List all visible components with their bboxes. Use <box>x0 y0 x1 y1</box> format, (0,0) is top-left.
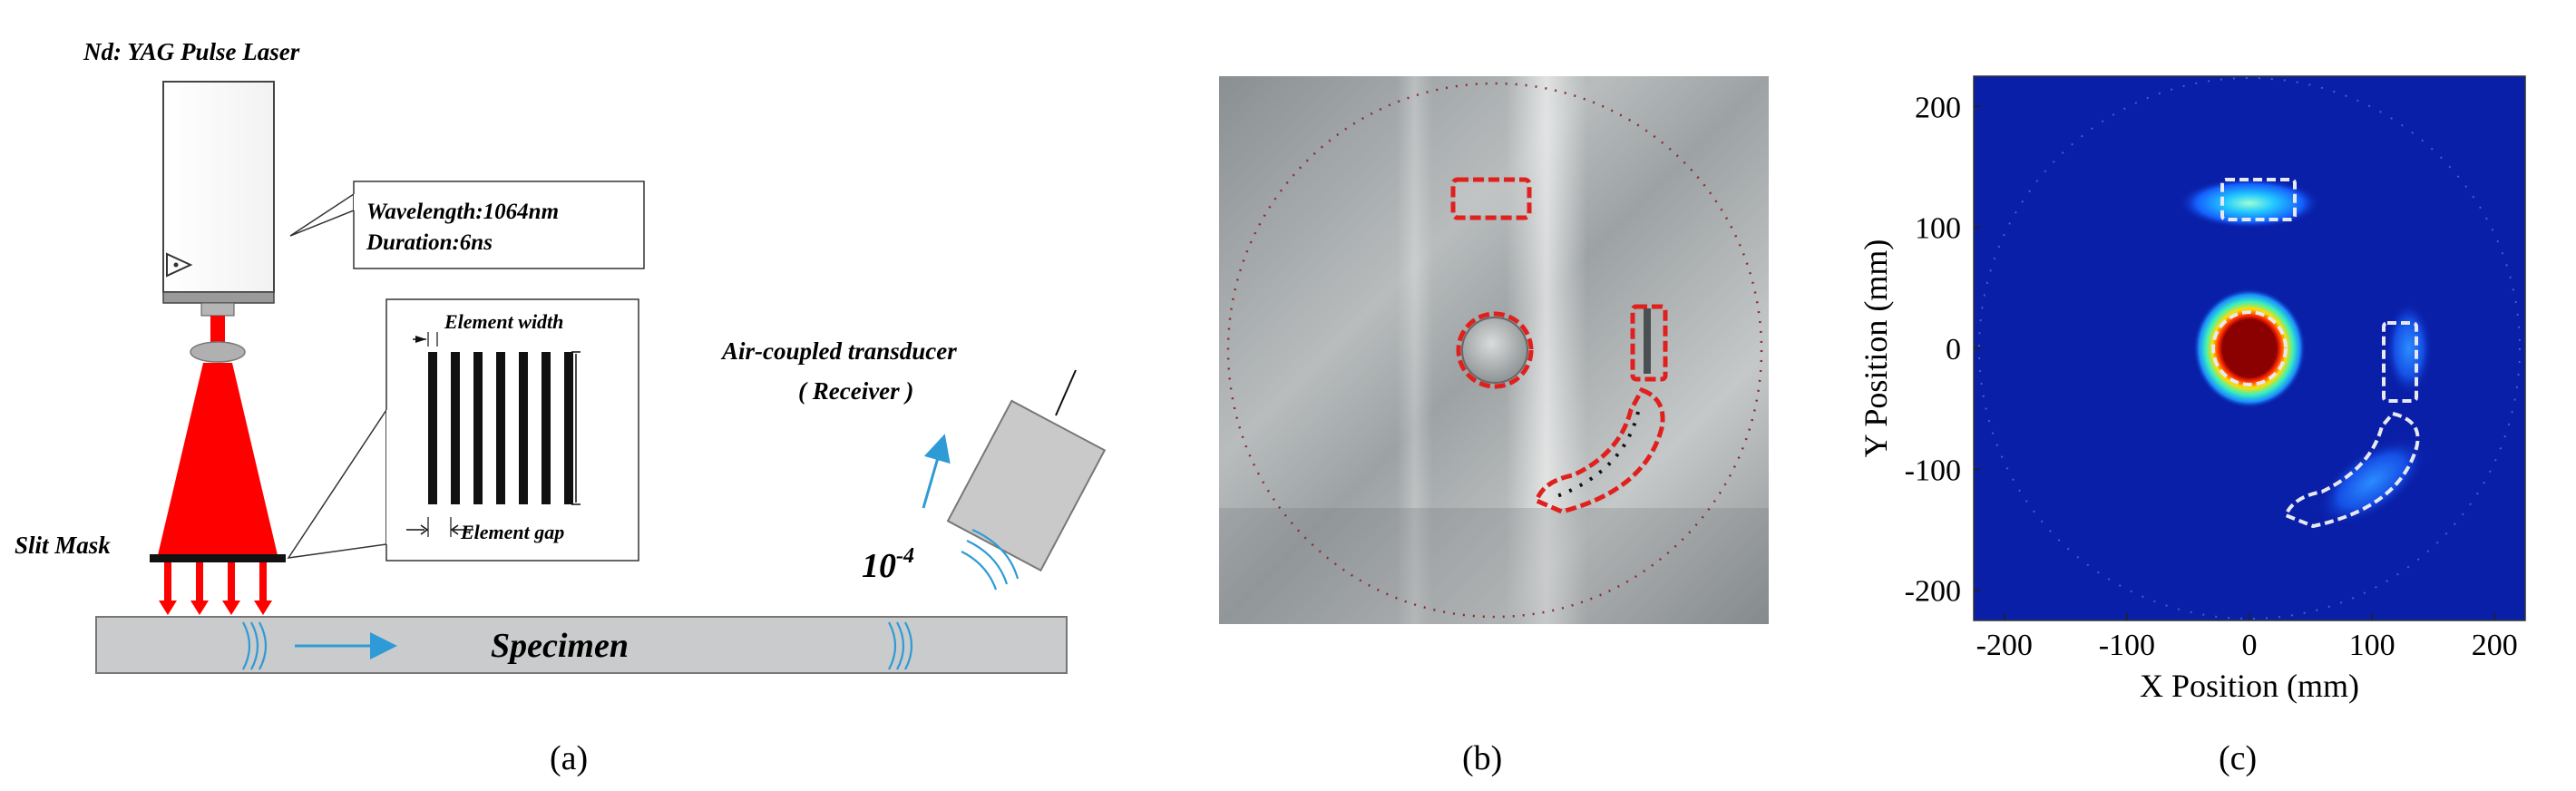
receiver-label: ( Receiver ) <box>798 377 913 405</box>
laser-title: Nd: YAG Pulse Laser <box>83 38 300 65</box>
slit-callout-pointer <box>287 407 387 559</box>
laser-head-base <box>162 291 275 304</box>
top-defect-marker <box>1450 177 1532 220</box>
receive-arrow <box>922 434 951 509</box>
caption-c: (c) <box>2219 739 2257 777</box>
duration-label: Duration:6ns <box>366 230 493 255</box>
heatmap-hole-marker <box>2211 310 2288 386</box>
slit-mask <box>150 554 286 562</box>
x-tick-label: 100 <box>2349 629 2395 662</box>
panel-b: (b) <box>1219 76 1769 777</box>
x-tick-label: 200 <box>2472 629 2518 662</box>
y-ticks: 200 100 0 -100 -200 <box>1905 91 1981 609</box>
x-tick-label: -200 <box>1976 629 2033 662</box>
y-tick-label: 100 <box>1915 212 1961 246</box>
x-tick-label: 0 <box>2242 629 2258 662</box>
specimen-label: Specimen <box>491 627 629 665</box>
hole-defect <box>1461 317 1528 384</box>
slit-mask-label: Slit Mask <box>15 532 111 559</box>
plate-outline <box>1226 82 1763 619</box>
transducer-label: Air-coupled transducer <box>720 337 957 365</box>
focusing-lens <box>190 341 246 363</box>
laser-warning-dot <box>173 262 179 268</box>
hotspot <box>2385 301 2433 396</box>
element-gap-label: Element gap <box>460 521 564 543</box>
curved-crack <box>1554 411 1640 499</box>
wavelength-label: Wavelength:1064nm <box>366 200 559 224</box>
laser-nozzle <box>200 302 235 317</box>
laser-spec-box <box>353 181 645 269</box>
callout-pointer <box>289 192 355 237</box>
hotspots <box>2179 178 2433 526</box>
x-axis-label: X Position (mm) <box>2140 668 2359 704</box>
curved-defect-marker <box>1533 386 1665 514</box>
hotspot <box>2317 436 2427 526</box>
y-axis-label: Y Position (mm) <box>1858 239 1894 458</box>
laser-warning-icon <box>166 252 193 278</box>
y-tick-label: -100 <box>1905 454 1961 487</box>
heatmap-top-marker <box>2220 178 2297 221</box>
hotspot <box>2179 178 2320 229</box>
air-coupled-transducer <box>946 399 1107 572</box>
caption-a: (a) <box>550 739 588 777</box>
heatmap-curved-marker <box>2283 411 2420 529</box>
air-wave <box>961 528 1020 591</box>
hole-defect-marker <box>1456 311 1534 389</box>
slot-defect-marker <box>1630 304 1668 382</box>
laser-head <box>162 81 275 293</box>
laser-beam-cone <box>158 363 278 555</box>
x-ticks: -200 -100 0 100 200 <box>1976 613 2518 662</box>
y-tick-label: -200 <box>1905 575 1961 609</box>
caption-b: (b) <box>1462 739 1502 777</box>
wave-right <box>888 621 913 670</box>
transducer-cable <box>1055 369 1077 416</box>
element-width-label: Element width <box>444 310 563 333</box>
y-tick-label: 0 <box>1946 333 1961 366</box>
panel-a: Nd: YAG Pulse Laser Wavelength:1064nm Du… <box>15 38 1107 777</box>
exponent-label: 10-4 <box>862 544 914 585</box>
heatmap-plate-outline <box>1978 77 2521 620</box>
y-tick-label: 200 <box>1915 91 1961 124</box>
hotspot <box>2193 288 2306 408</box>
wave-left <box>242 621 268 670</box>
slit-elements <box>428 352 573 504</box>
x-tick-label: -100 <box>2099 629 2155 662</box>
laser-arrows <box>159 562 272 615</box>
laser-beam-upper <box>210 316 225 343</box>
panel-c: -200 -100 0 100 200 200 100 0 -100 -200 X Positi… <box>1858 75 2526 777</box>
